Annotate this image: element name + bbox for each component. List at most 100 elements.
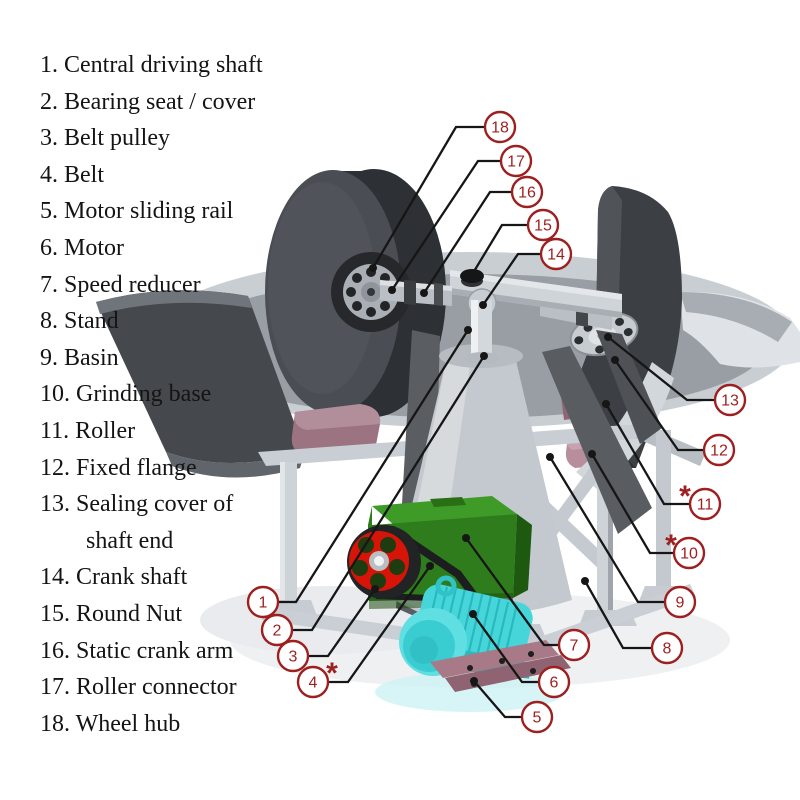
leader-dot: [369, 264, 377, 272]
leader-line: [308, 588, 376, 658]
grinding-base-left: [291, 404, 381, 456]
leader-dot: [480, 352, 488, 360]
callout-circle: [296, 665, 330, 699]
leader-dot: [466, 274, 474, 282]
callout-number: 4: [309, 675, 318, 692]
callout-number: 13: [721, 393, 739, 410]
callout-7: 7: [462, 534, 591, 662]
parts-list-item-7: 7. Speed reducer: [40, 271, 201, 298]
parts-list-item-8: 8. Stand: [40, 308, 119, 335]
callout-number: 18: [491, 120, 509, 137]
parts-list-item-1: 1. Central driving shaft: [40, 52, 263, 78]
callout-circle: [713, 383, 747, 417]
callout-circle: [702, 433, 736, 467]
callout-number: 17: [507, 154, 525, 171]
asterisk-mark: *: [679, 480, 691, 513]
callout-number: 6: [550, 675, 559, 692]
callout-number: 15: [534, 218, 552, 235]
parts-list-item-14: 14. Crank shaft: [40, 564, 188, 591]
leader-line: [391, 159, 501, 291]
leader-dot: [470, 677, 478, 685]
parts-list-item-17: 17. Roller connector: [40, 674, 237, 701]
parts-list-item-15: 15. Round Nut: [40, 600, 183, 627]
callout-circle: [539, 237, 573, 271]
parts-list-item-16: 16. Static crank arm: [40, 637, 234, 664]
leader-dot: [420, 289, 428, 297]
leader-line: [292, 355, 485, 632]
callout-number: 11: [697, 497, 714, 514]
wheel-hub-left: [331, 252, 411, 332]
leader-line: [607, 336, 715, 402]
leader-dot: [588, 450, 596, 458]
motor-eyelet: [435, 575, 457, 597]
callout-17: 17: [388, 144, 533, 294]
parts-list: 1. Central driving shaft 2. Bearing seat …: [40, 47, 340, 742]
callout-8: 8: [581, 577, 684, 665]
parts-list-item-10: 10. Grinding base: [40, 381, 212, 408]
callout-circle: [663, 585, 697, 619]
callout-circle: [526, 208, 560, 242]
callout-circle: [650, 631, 684, 665]
callout-circle: [483, 110, 517, 144]
leader-line: [614, 359, 704, 452]
leader-line: [482, 252, 541, 306]
leader-line: [591, 453, 674, 555]
callout-15: 15: [466, 208, 560, 282]
leader-dot: [464, 326, 472, 334]
asterisk-mark: *: [326, 657, 338, 690]
leader-line: [465, 537, 559, 647]
callout-2: 2: [260, 352, 488, 647]
callout-circle: [520, 700, 554, 734]
callout-circle: [246, 585, 280, 619]
leader-line: [372, 125, 485, 269]
callout-13: 13: [604, 333, 747, 417]
callout-circle: [672, 536, 706, 570]
leader-line: [549, 456, 665, 604]
leader-line: [328, 565, 431, 684]
parts-list-item-5: 5. Motor sliding rail: [40, 198, 234, 225]
callout-3: 3: [276, 585, 379, 673]
callout-5: 5: [470, 677, 554, 734]
parts-list-item-6: 6. Motor: [40, 234, 124, 261]
leader-line: [278, 329, 469, 604]
callout-4: 4*: [296, 562, 434, 699]
callout-12: 12: [611, 356, 736, 467]
callout-number: 10: [680, 546, 698, 563]
leader-line: [583, 580, 652, 650]
leader-dot: [479, 301, 487, 309]
callout-circle: [557, 628, 591, 662]
callout-number: 1: [259, 595, 268, 612]
leader-dot: [426, 562, 434, 570]
callout-circle: [510, 175, 544, 209]
leader-dot: [371, 585, 379, 593]
leader-line: [605, 403, 690, 506]
leader-dot: [546, 453, 554, 461]
leader-line: [472, 613, 539, 684]
parts-list-item-3: 3. Belt pulley: [40, 125, 170, 152]
callout-6: 6: [469, 610, 571, 699]
leader-line: [473, 680, 522, 719]
callout-10: 10*: [588, 450, 706, 570]
callout-number: 16: [518, 185, 536, 202]
asterisk-mark: *: [665, 529, 677, 562]
leader-dot: [469, 610, 477, 618]
leader-dot: [611, 356, 619, 364]
callout-number: 14: [547, 247, 565, 264]
belt-pulley: [347, 525, 421, 599]
leader-dot: [604, 333, 612, 341]
callout-number: 12: [710, 443, 728, 460]
callout-16: 16: [420, 175, 544, 297]
parts-list-item-13-continuation: shaft end: [86, 527, 174, 554]
leader-dot: [462, 534, 470, 542]
leader-dot: [581, 577, 589, 585]
callout-number: 2: [273, 623, 282, 640]
parts-list-item-18: 18. Wheel hub: [40, 710, 181, 737]
callout-11: 11 *: [602, 400, 722, 521]
callout-9: 9: [546, 453, 697, 619]
leader-dot: [602, 400, 610, 408]
callout-circle: [537, 665, 571, 699]
parts-list-item-2: 2. Bearing seat / cover: [40, 88, 256, 115]
leader-line: [423, 190, 512, 294]
leader-line: [469, 223, 528, 279]
